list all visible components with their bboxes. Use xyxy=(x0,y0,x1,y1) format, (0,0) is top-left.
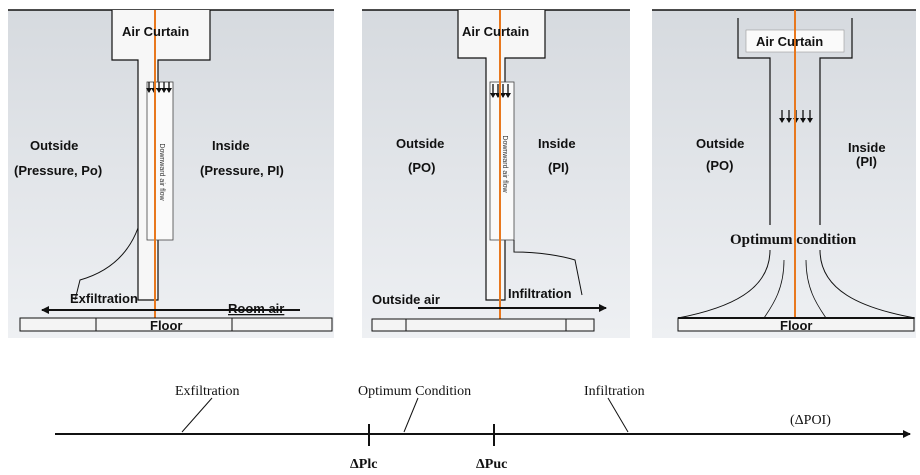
inside-label: Inside xyxy=(538,136,576,151)
inside-label: Inside xyxy=(212,138,250,153)
panel-background xyxy=(652,10,916,338)
infiltration-label: Infiltration xyxy=(584,384,645,399)
panel-optimum: Air Curtain Outside (PO) Inside (PI) Opt… xyxy=(652,9,916,338)
inside-pressure-label: (PI) xyxy=(856,154,877,169)
downward-air-flow-label: Downward air flow xyxy=(501,135,508,193)
air-curtain-housing xyxy=(737,18,853,225)
outside-label: Outside xyxy=(30,138,78,153)
jet-core-left xyxy=(763,259,785,319)
flow-left-label: Outside air xyxy=(372,292,440,307)
inside-label: Inside xyxy=(848,140,886,155)
exfiltration-label: Exfiltration xyxy=(175,384,240,399)
outside-pressure-label: (PO) xyxy=(408,160,435,175)
jet-spread-right xyxy=(819,249,916,319)
jet-spread-left xyxy=(677,249,771,319)
air-curtain-label: Air Curtain xyxy=(122,24,189,39)
flow-right-label: Infiltration xyxy=(508,286,572,301)
outside-pressure-label: (PO) xyxy=(706,158,733,173)
outside-label: Outside xyxy=(396,136,444,151)
flow-right-label: Room air xyxy=(228,301,284,316)
optimum-label: Optimum Condition xyxy=(358,384,471,399)
deflected-jet-curve xyxy=(74,227,139,301)
flow-left-label: Exfiltration xyxy=(70,291,138,306)
leader-exfiltration xyxy=(181,397,213,433)
air-duct xyxy=(489,81,515,241)
floor-slab xyxy=(19,317,333,332)
outside-label: Outside xyxy=(696,136,744,151)
air-duct xyxy=(146,81,174,241)
panel-exfiltration: Downward air flow Air Curtain Outside (P… xyxy=(8,9,334,338)
jet-core-right xyxy=(805,259,827,319)
delta-poi-label: (ΔPOI) xyxy=(790,413,831,428)
floor-label: Floor xyxy=(150,318,183,333)
tick-uc-label: ΔPuc xyxy=(476,457,507,472)
pressure-scale: Exfiltration Optimum Condition Infiltrat… xyxy=(55,384,911,472)
airflow-arrows-icon xyxy=(490,84,511,98)
floor-slab xyxy=(371,318,595,332)
inside-pressure-label: (PI) xyxy=(548,160,569,175)
deflected-jet-curve xyxy=(513,240,583,296)
air-curtain-label: Air Curtain xyxy=(462,24,529,39)
panel-infiltration: Downward air flow Air Curtain Outside (P… xyxy=(362,9,630,338)
condition-label: Optimum condition xyxy=(730,232,857,248)
air-curtain-label: Air Curtain xyxy=(756,34,823,49)
tick-lc-label: ΔPlc xyxy=(350,457,377,472)
leader-optimum xyxy=(403,397,419,433)
air-curtain-housing xyxy=(111,10,211,301)
inside-pressure-label: (Pressure, PI) xyxy=(200,163,284,178)
downward-air-flow-label: Downward air flow xyxy=(158,143,165,201)
outside-pressure-label: (Pressure, Po) xyxy=(14,163,102,178)
floor-label: Floor xyxy=(780,318,813,333)
leader-infiltration xyxy=(607,397,629,433)
